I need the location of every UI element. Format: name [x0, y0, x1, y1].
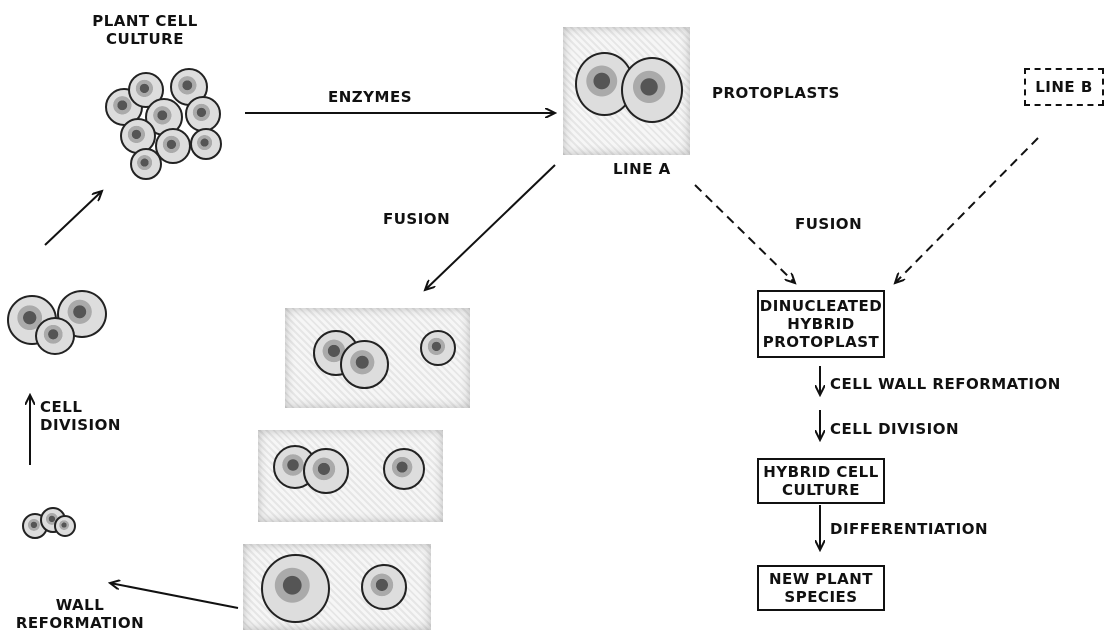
line-b-text: LINE B [1035, 78, 1093, 96]
arrow-to-culture [45, 191, 102, 245]
label-enzymes: ENZYMES [328, 88, 412, 106]
plant-cell-culture-image [100, 58, 235, 183]
label-cell-division-left: CELL DIVISION [40, 398, 121, 434]
label-differentiation: DIFFERENTIATION [830, 520, 988, 538]
fusion-photo-2 [258, 430, 443, 522]
label-fusion-left: FUSION [383, 210, 450, 228]
fusion-photo-1 [285, 308, 470, 408]
label-cell-wall-reformation: CELL WALL REFORMATION [830, 375, 1061, 393]
new-plant-species-text: NEW PLANT SPECIES [769, 570, 873, 606]
cell-division-cluster-image [5, 285, 135, 360]
new-plant-species-box: NEW PLANT SPECIES [757, 565, 885, 611]
label-protoplasts: PROTOPLASTS [712, 84, 840, 102]
label-fusion-right: FUSION [795, 215, 862, 233]
arrow-line-b-dashed [895, 138, 1038, 283]
protoplasts-image [563, 27, 690, 155]
label-line-a: LINE A [613, 160, 671, 178]
hybrid-cell-culture-box: HYBRID CELL CULTURE [757, 458, 885, 504]
hybrid-cell-culture-text: HYBRID CELL CULTURE [763, 463, 879, 499]
label-cell-division-right: CELL DIVISION [830, 420, 959, 438]
dinucleated-hybrid-protoplast-text: DINUCLEATED HYBRID PROTOPLAST [760, 297, 882, 351]
single-cells-image [22, 505, 77, 540]
dinucleated-hybrid-protoplast-box: DINUCLEATED HYBRID PROTOPLAST [757, 290, 885, 358]
arrow-line-a-dashed [695, 185, 795, 283]
label-wall-reformation: WALL REFORMATION [15, 596, 145, 632]
label-plant-cell-culture: PLANT CELL CULTURE [90, 12, 200, 48]
line-b-box: LINE B [1024, 68, 1104, 106]
fusion-photo-3 [243, 544, 431, 630]
